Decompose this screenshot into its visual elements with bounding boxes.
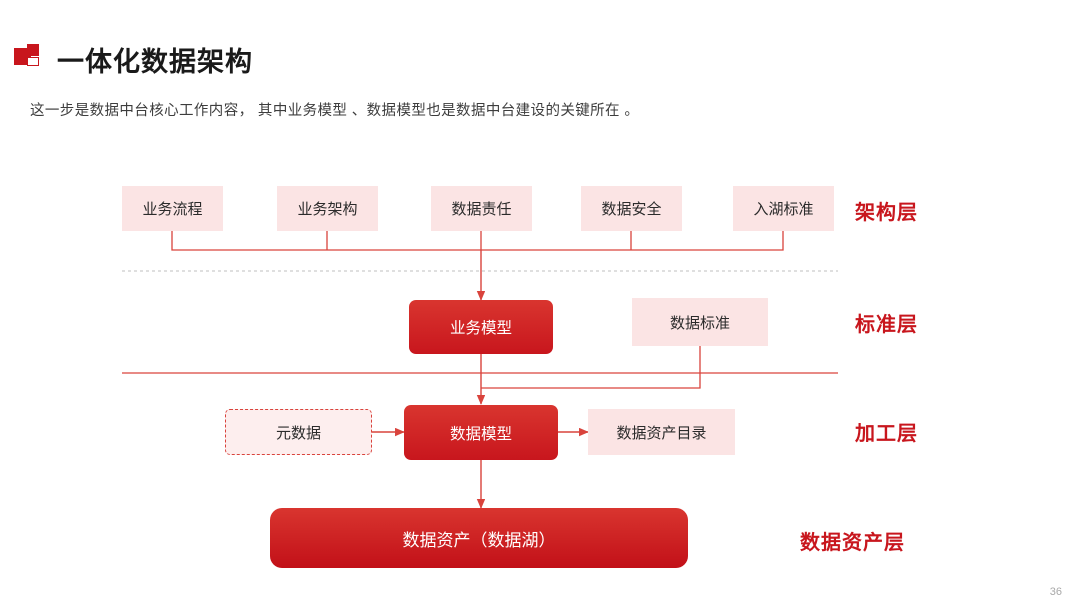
layer-label-standard: 标准层 (855, 314, 918, 336)
architecture-diagram: 业务流程 业务架构 数据责任 数据安全 入湖标准 架构层 业务模型 数据标准 标… (0, 140, 1080, 580)
node-business-architecture[interactable]: 业务架构 (277, 186, 378, 231)
logo-square-outline (27, 57, 39, 66)
node-data-security[interactable]: 数据安全 (581, 186, 682, 231)
node-data-asset-catalog[interactable]: 数据资产目录 (588, 409, 735, 455)
node-data-responsibility[interactable]: 数据责任 (431, 186, 532, 231)
layer-label-data-asset: 数据资产层 (800, 532, 905, 554)
node-metadata[interactable]: 元数据 (225, 409, 372, 455)
layer-label-processing: 加工层 (855, 423, 918, 445)
page-title: 一体化数据架构 (57, 47, 253, 77)
layer-label-architecture: 架构层 (855, 202, 918, 224)
page-subtitle: 这一步是数据中台核心工作内容， 其中业务模型 、数据模型也是数据中台建设的关键所… (30, 103, 640, 119)
red-squares-logo-icon (14, 44, 44, 72)
node-lake-ingest-standard[interactable]: 入湖标准 (733, 186, 834, 231)
node-business-process[interactable]: 业务流程 (122, 186, 223, 231)
node-data-model[interactable]: 数据模型 (404, 405, 558, 460)
node-data-asset-lake[interactable]: 数据资产（数据湖） (270, 508, 688, 568)
logo-square-filled (14, 48, 31, 65)
logo-square-small (27, 44, 39, 56)
node-data-standard[interactable]: 数据标准 (632, 298, 768, 346)
node-business-model[interactable]: 业务模型 (409, 300, 553, 354)
page-number: 36 (1049, 586, 1062, 598)
